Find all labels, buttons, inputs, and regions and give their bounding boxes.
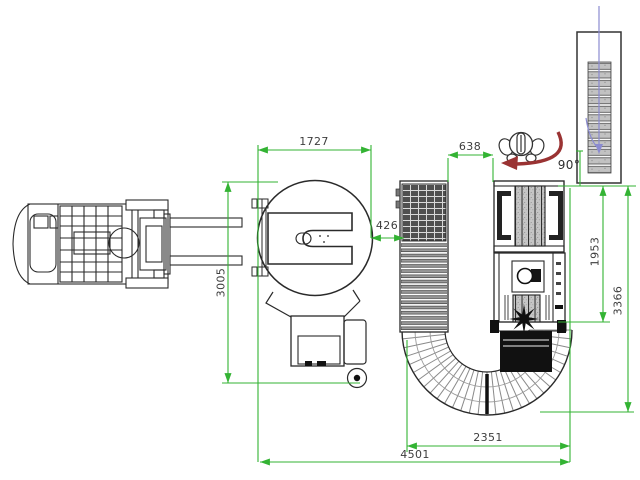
u-turn-conveyor xyxy=(395,180,573,416)
dimension-4501-label: 4501 xyxy=(400,448,430,461)
strap-head xyxy=(516,267,534,285)
packing-machine xyxy=(490,180,567,372)
dimension-3005-label: 3005 xyxy=(214,267,228,298)
dimension-3366-label: 3366 xyxy=(611,285,625,316)
dimension-2351-label: 2351 xyxy=(473,431,503,444)
rotator-top-view-icon xyxy=(498,131,545,163)
fork-lower xyxy=(169,255,243,266)
infeed-rollers xyxy=(514,185,546,247)
dimension-1727-label: 1727 xyxy=(299,135,329,148)
dimension-638-label: 638 xyxy=(458,140,482,153)
dimension-426-label: 426 xyxy=(375,219,399,232)
rotation-angle-label: 90° xyxy=(557,158,581,172)
dimension-lines xyxy=(222,145,636,466)
drive-fan xyxy=(509,304,539,334)
flow-direction-arrow-icon xyxy=(585,6,603,154)
turntable-slot xyxy=(267,212,353,265)
rotation-90-arrow-icon xyxy=(501,131,563,170)
load-on-conveyor xyxy=(401,183,447,242)
rotation-indicator xyxy=(498,131,563,170)
fork-upper xyxy=(169,217,243,228)
forklift-top-view xyxy=(12,199,243,289)
outfeed-conveyor xyxy=(576,6,622,184)
turntable-machine xyxy=(251,179,374,389)
dimension-1953-label: 1953 xyxy=(588,236,602,267)
discharge-chute xyxy=(500,331,552,372)
